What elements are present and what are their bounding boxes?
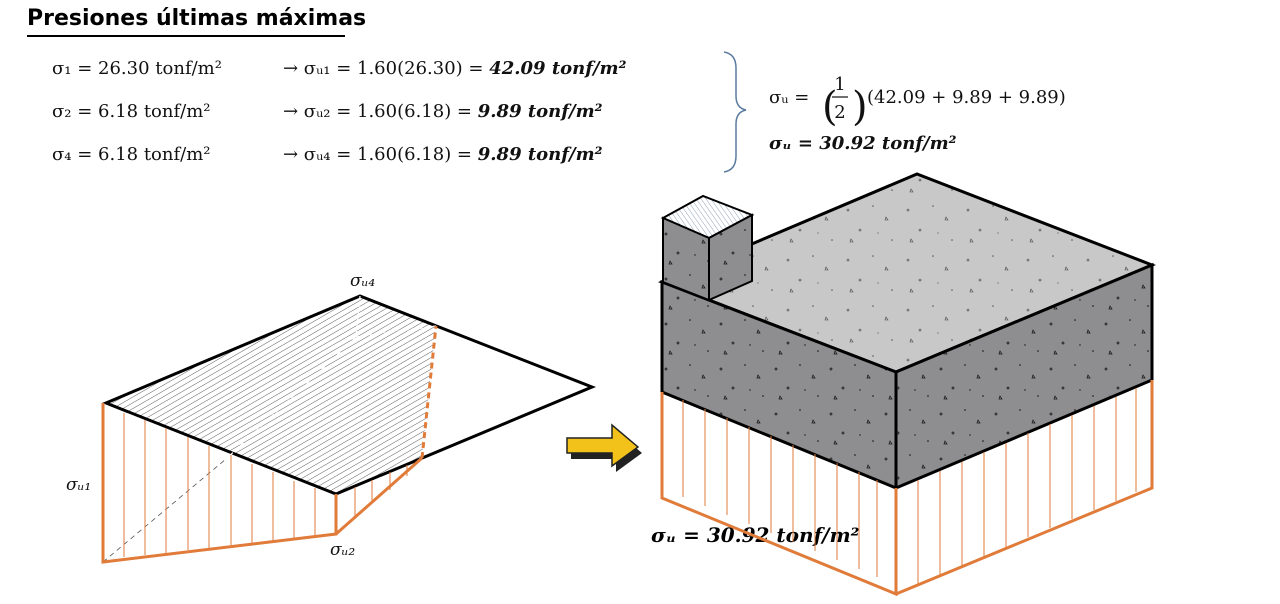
equation-row-1: σ₁ = 26.30 tonf/m²: [52, 58, 222, 79]
paren-right: ): [852, 84, 868, 130]
summary-prefix: σᵤ =: [769, 87, 810, 108]
pressure-block-outline-left: [660, 392, 898, 597]
fraction-denominator: 2: [834, 102, 845, 123]
equation-1-lhs: σ₁ = 26.30 tonf/m²: [52, 58, 222, 79]
equation-row-3-mid: → σᵤ₄ = 1.60(6.18) = 9.89 tonf/m²: [283, 144, 603, 165]
pressure-outline-front: [101, 403, 338, 564]
equation-row-2: σ₂ = 6.18 tonf/m²: [52, 101, 211, 122]
equation-row-1-mid: → σᵤ₁ = 1.60(26.30) = 42.09 tonf/m²: [283, 58, 627, 79]
paren-left: (: [822, 84, 838, 130]
label-sigma-u2: σᵤ₂: [330, 540, 356, 560]
summary-line-1-suffix: (42.09 + 9.89 + 9.89): [867, 87, 1066, 108]
curly-brace: [723, 51, 747, 173]
arrow-icon: [566, 423, 640, 468]
equation-3-lhs: σ₄ = 6.18 tonf/m²: [52, 144, 211, 165]
equation-row-2-mid: → σᵤ₂ = 1.60(6.18) = 9.89 tonf/m²: [283, 101, 603, 122]
label-sigma-u1: σᵤ₁: [66, 475, 92, 495]
transition-arrow: [566, 423, 642, 472]
summary-fraction: ( 1 2 ): [822, 74, 868, 130]
footing-outline: [102, 294, 596, 496]
summary-line-1: σᵤ =: [769, 87, 809, 108]
equation-1-mid: → σᵤ₁ = 1.60(26.30) =: [283, 58, 490, 79]
summary-suffix: (42.09 + 9.89 + 9.89): [867, 87, 1066, 108]
summary-result: σᵤ = 30.92 tonf/m²: [769, 133, 957, 154]
equation-1-result: 42.09 tonf/m²: [489, 58, 627, 79]
pressure-dashed-side: [420, 325, 438, 459]
pressure-arrows-right: [682, 388, 1137, 584]
pressure-block-outline-right: [895, 380, 1154, 596]
right-footing-diagram: [657, 172, 1157, 597]
column-right: [708, 213, 753, 302]
fraction-numerator: 1: [834, 74, 845, 95]
equation-3-mid: → σᵤ₄ = 1.60(6.18) =: [283, 144, 478, 165]
page-title: Presiones últimas máximas: [27, 6, 367, 31]
pressure-outline-side: [335, 456, 423, 536]
equation-2-result: 9.89 tonf/m²: [477, 101, 603, 122]
equation-row-3: σ₄ = 6.18 tonf/m²: [52, 144, 211, 165]
summary-line-2: σᵤ = 30.92 tonf/m²: [769, 133, 957, 154]
hatched-pressure-plane: [106, 296, 436, 494]
equation-2-mid: → σᵤ₂ = 1.60(6.18) =: [283, 101, 478, 122]
dashed-back-edge: [102, 458, 227, 563]
title-underline: [27, 35, 345, 37]
label-sigma-u4: σᵤ₄: [350, 271, 376, 291]
equation-3-result: 9.89 tonf/m²: [477, 144, 603, 165]
left-pressure-diagram: [101, 294, 596, 564]
equation-2-lhs: σ₂ = 6.18 tonf/m²: [52, 101, 211, 122]
pressure-arrows-front: [123, 413, 408, 557]
